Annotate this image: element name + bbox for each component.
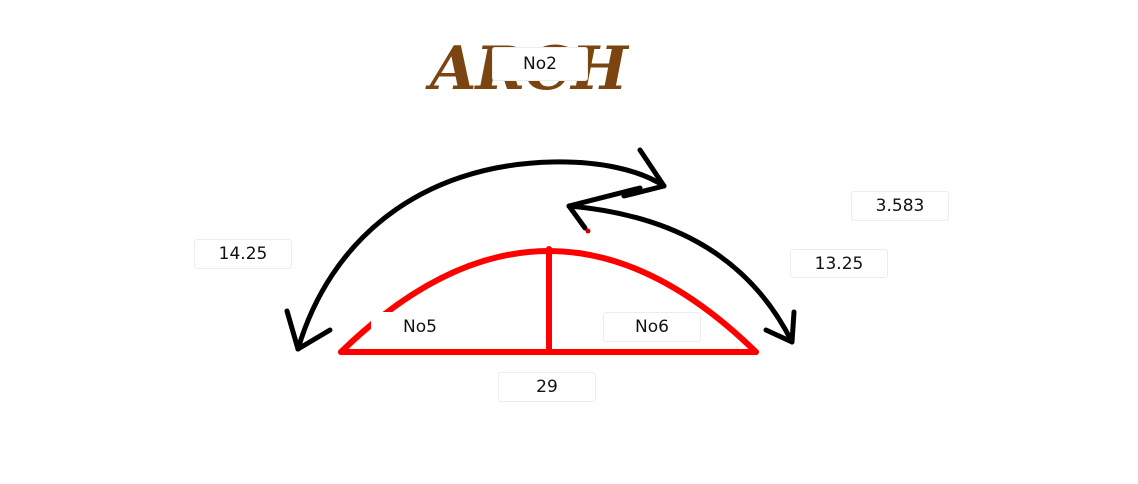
- right-arc-arrow: [566, 203, 795, 345]
- right-arrowhead: [763, 309, 797, 345]
- label-left-length[interactable]: 14.25: [194, 239, 292, 269]
- small-red-dot: [585, 228, 591, 234]
- label-no2[interactable]: No2: [492, 47, 588, 81]
- inner-arrowhead: [566, 185, 643, 231]
- arch-structure: [338, 246, 759, 355]
- label-right-length[interactable]: 13.25: [790, 249, 888, 278]
- label-no5[interactable]: No5: [371, 312, 469, 342]
- label-no6[interactable]: No6: [603, 312, 701, 342]
- label-span-value[interactable]: 29: [498, 372, 596, 402]
- left-arc-arrow: [295, 159, 667, 352]
- label-rise-value[interactable]: 3.583: [851, 191, 949, 221]
- left-arrowhead: [284, 308, 333, 352]
- top-right-arrowhead: [621, 147, 667, 199]
- dimension-arrows: [284, 147, 797, 352]
